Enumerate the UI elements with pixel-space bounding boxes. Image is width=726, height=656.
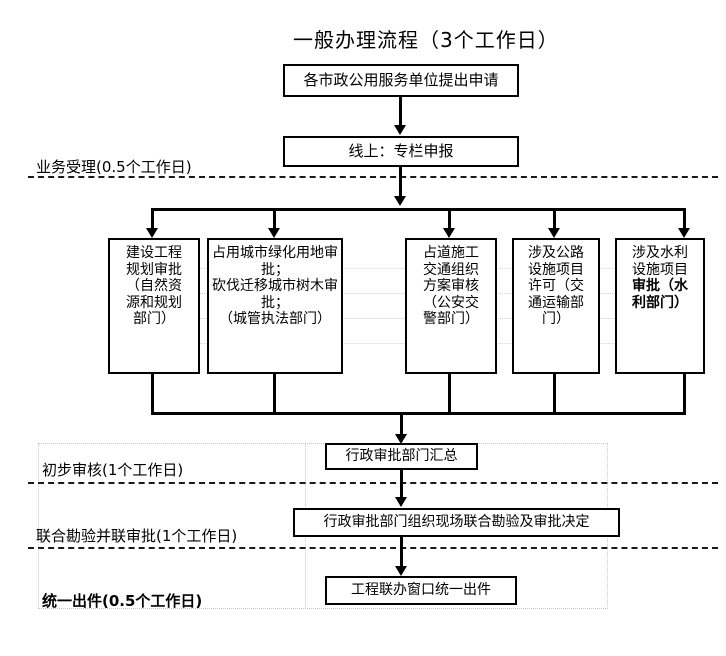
merge-riser-2: [273, 374, 276, 414]
merge-bar: [151, 412, 686, 415]
node-issue: 工程联办窗口统一出件: [325, 576, 517, 605]
connector-online-fanout-line: [399, 167, 402, 197]
fanout-drop-4: [553, 208, 556, 229]
merge-riser-4: [553, 374, 556, 414]
approval-road-traffic-text: 占道施工 交通组织 方案审核 （公安交 警部门）: [423, 245, 479, 328]
connector-summary-joint-line: [400, 470, 403, 498]
phase-separator-preliminary-review: [28, 482, 718, 484]
fanout-bar: [151, 208, 686, 211]
fanout-arrow-4: [548, 228, 560, 238]
fanout-drop-2: [273, 208, 276, 229]
phase-separator-joint-survey: [28, 547, 718, 549]
merge-riser-3: [448, 374, 451, 414]
merge-riser-1: [151, 374, 154, 414]
approval-planning-text: 建设工程 规划审批 （自然资 源和规划 部门）: [126, 245, 182, 328]
phase-separator-acceptance: [28, 176, 718, 178]
approval-greenery-text: 占用城市绿化用地审批； 砍伐迁移城市树木审批； （城管执法部门）: [212, 245, 338, 328]
merge-riser-5: [683, 374, 686, 414]
node-apply: 各市政公用服务单位提出申请: [283, 64, 519, 97]
approval-water-text: 涉及水利 设施项目 审批（水 利部门）: [632, 245, 688, 311]
node-approval-highway: 涉及公路 设施项目 许可（交 通运输部 门）: [512, 238, 600, 374]
fanout-drop-3: [448, 208, 451, 229]
node-summary: 行政审批部门汇总: [325, 443, 478, 470]
connector-merge-summary-arrow: [395, 434, 407, 444]
connector-joint-issue-arrow: [395, 566, 407, 576]
node-online: 线上：专栏申报: [283, 136, 519, 167]
connector-merge-summary-line: [400, 412, 403, 435]
connector-summary-joint-arrow: [395, 497, 407, 507]
fanout-arrow-5: [678, 228, 690, 238]
connector-apply-online-line: [399, 97, 402, 126]
phase-label-acceptance: 业务受理(0.5个工作日): [36, 158, 192, 176]
fanout-drop-5: [683, 208, 686, 229]
node-approval-road-traffic: 占道施工 交通组织 方案审核 （公安交 警部门）: [405, 238, 497, 374]
approval-highway-text: 涉及公路 设施项目 许可（交 通运输部 门）: [528, 245, 584, 328]
connector-joint-issue-line: [400, 537, 403, 567]
node-approval-greenery: 占用城市绿化用地审批； 砍伐迁移城市树木审批； （城管执法部门）: [207, 238, 343, 374]
node-joint-decision: 行政审批部门组织现场联合勘验及审批决定: [293, 508, 620, 537]
fanout-arrow-3: [443, 228, 455, 238]
phase-label-preliminary-review: 初步审核(1个工作日): [42, 461, 184, 479]
connector-online-fanout-arrow: [394, 196, 406, 206]
phase-label-joint-survey: 联合勘验并联审批(1个工作日): [36, 527, 238, 545]
phase-label-unified-issuance: 统一出件(0.5个工作日): [42, 592, 203, 610]
node-approval-planning: 建设工程 规划审批 （自然资 源和规划 部门）: [108, 238, 200, 374]
fanout-drop-1: [151, 208, 154, 229]
diagram-title: 一般办理流程（3个工作日）: [293, 28, 559, 52]
connector-apply-online-arrow: [394, 125, 406, 135]
node-approval-water: 涉及水利 设施项目 审批（水 利部门）: [615, 238, 705, 374]
fanout-arrow-2: [268, 228, 280, 238]
fanout-arrow-1: [146, 228, 158, 238]
